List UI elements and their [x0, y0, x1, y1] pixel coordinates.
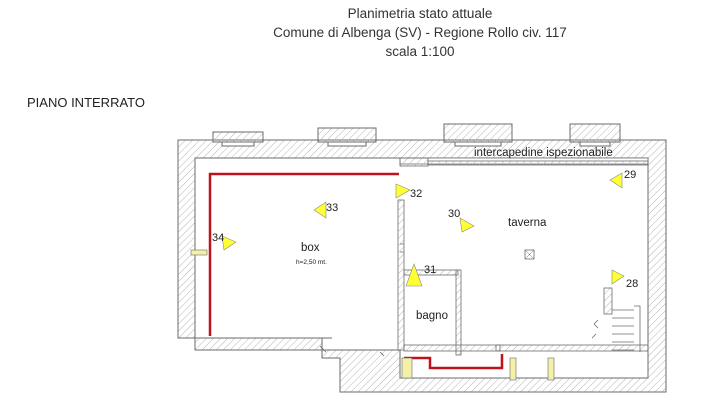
marker-34	[221, 235, 237, 251]
door-ticks	[319, 243, 404, 357]
bagno-label: bagno	[416, 310, 448, 322]
outer-wall	[177, 139, 667, 393]
box-height-label: h=2,50 mt.	[296, 259, 327, 266]
point-34-label: 34	[212, 232, 224, 244]
point-33-label: 33	[326, 202, 338, 214]
floor-drain	[524, 249, 535, 260]
marker-29	[609, 172, 623, 189]
marker-30	[459, 217, 475, 233]
intercapedine-wall	[399, 157, 649, 167]
marker-31	[405, 263, 423, 287]
marker-32	[395, 183, 411, 199]
title-line-3: scala 1:100	[385, 44, 455, 59]
floor-label: PIANO INTERRATO	[27, 95, 145, 110]
intercapedine-label: intercapedine ispezionabile	[474, 147, 613, 159]
floor-drain-cross	[524, 249, 535, 260]
box-label: box	[301, 242, 320, 254]
point-32-label: 32	[410, 188, 422, 200]
red-walls	[208, 172, 504, 370]
marker-28	[611, 269, 625, 285]
title-block: Planimetria stato attuale Comune di Albe…	[250, 4, 590, 61]
point-28-label: 28	[626, 278, 638, 290]
point-31-label: 31	[424, 264, 436, 276]
title-line-1: Planimetria stato attuale	[347, 6, 493, 21]
openings	[190, 249, 555, 381]
photo-markers	[221, 172, 625, 287]
stair	[591, 287, 641, 352]
marker-33	[313, 201, 327, 219]
point-29-label: 29	[624, 169, 636, 181]
partition-walls	[397, 199, 649, 356]
point-30-label: 30	[448, 208, 460, 220]
top-wall-bays	[212, 123, 621, 147]
taverna-label: taverna	[508, 217, 547, 229]
title-line-2: Comune di Albenga (SV) - Regione Rollo c…	[273, 25, 567, 40]
